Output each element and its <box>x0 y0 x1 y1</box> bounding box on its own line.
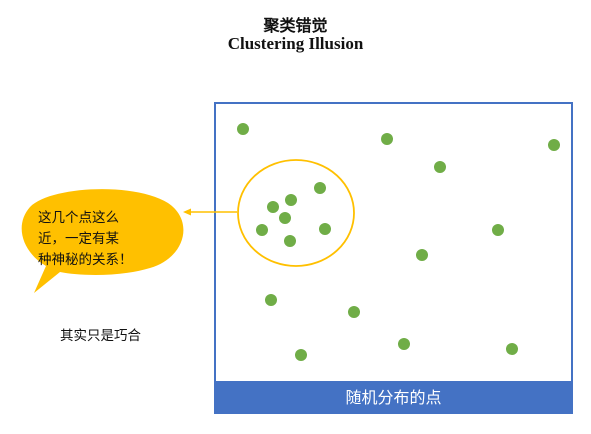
dot <box>265 294 277 306</box>
dot <box>381 133 393 145</box>
speech-bubble <box>21 189 184 293</box>
dot <box>295 349 307 361</box>
speech-bubble-line: 近，一定有某 <box>38 231 119 247</box>
dot <box>398 338 410 350</box>
dot <box>548 139 560 151</box>
pointer-arrow-head <box>183 208 191 216</box>
dot <box>285 194 297 206</box>
dot <box>314 182 326 194</box>
cluster-ring <box>237 159 355 267</box>
dots-group <box>237 123 560 361</box>
title-chinese: 聚类错觉 <box>263 16 328 35</box>
dot <box>284 235 296 247</box>
dot <box>267 201 279 213</box>
dot <box>506 343 518 355</box>
dot <box>237 123 249 135</box>
panel-frame <box>214 102 573 414</box>
dot <box>279 212 291 224</box>
panel-caption: 随机分布的点 <box>345 388 442 407</box>
dot <box>348 306 360 318</box>
dot <box>416 249 428 261</box>
speech-bubble-line: 种神秘的关系！ <box>38 252 133 268</box>
dot <box>256 224 268 236</box>
title-english: Clustering Illusion <box>227 34 364 53</box>
dot <box>434 161 446 173</box>
coincidence-note: 其实只是巧合 <box>60 328 141 344</box>
speech-bubble-text: 这几个点这么 近，一定有某 种神秘的关系！ <box>38 208 156 271</box>
dot <box>319 223 331 235</box>
caption-bar <box>215 381 572 414</box>
dot <box>492 224 504 236</box>
speech-bubble-line: 这几个点这么 <box>38 210 119 226</box>
